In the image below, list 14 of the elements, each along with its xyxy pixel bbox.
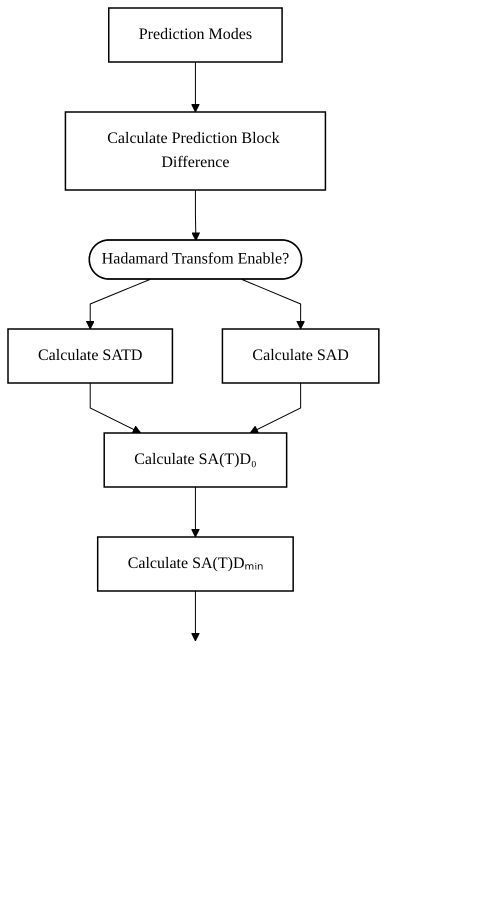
node-box: Calculate SATD	[7, 328, 174, 384]
node-box: Calculate Prediction Block Difference	[64, 111, 326, 191]
arrow	[191, 190, 200, 241]
arrow	[191, 486, 200, 538]
arrow	[191, 62, 200, 112]
arrow	[191, 590, 200, 642]
node-box: Calculate SAD	[222, 328, 380, 384]
arrow	[90, 382, 142, 434]
node-box: Calculate SA(T)D₀	[103, 432, 288, 488]
arrow	[250, 382, 302, 434]
arrow	[86, 279, 150, 330]
node-box: Prediction Modes	[108, 7, 283, 63]
node-box: Calculate SA(T)Dₘᵢₙ	[96, 536, 294, 592]
arrow	[242, 279, 306, 330]
